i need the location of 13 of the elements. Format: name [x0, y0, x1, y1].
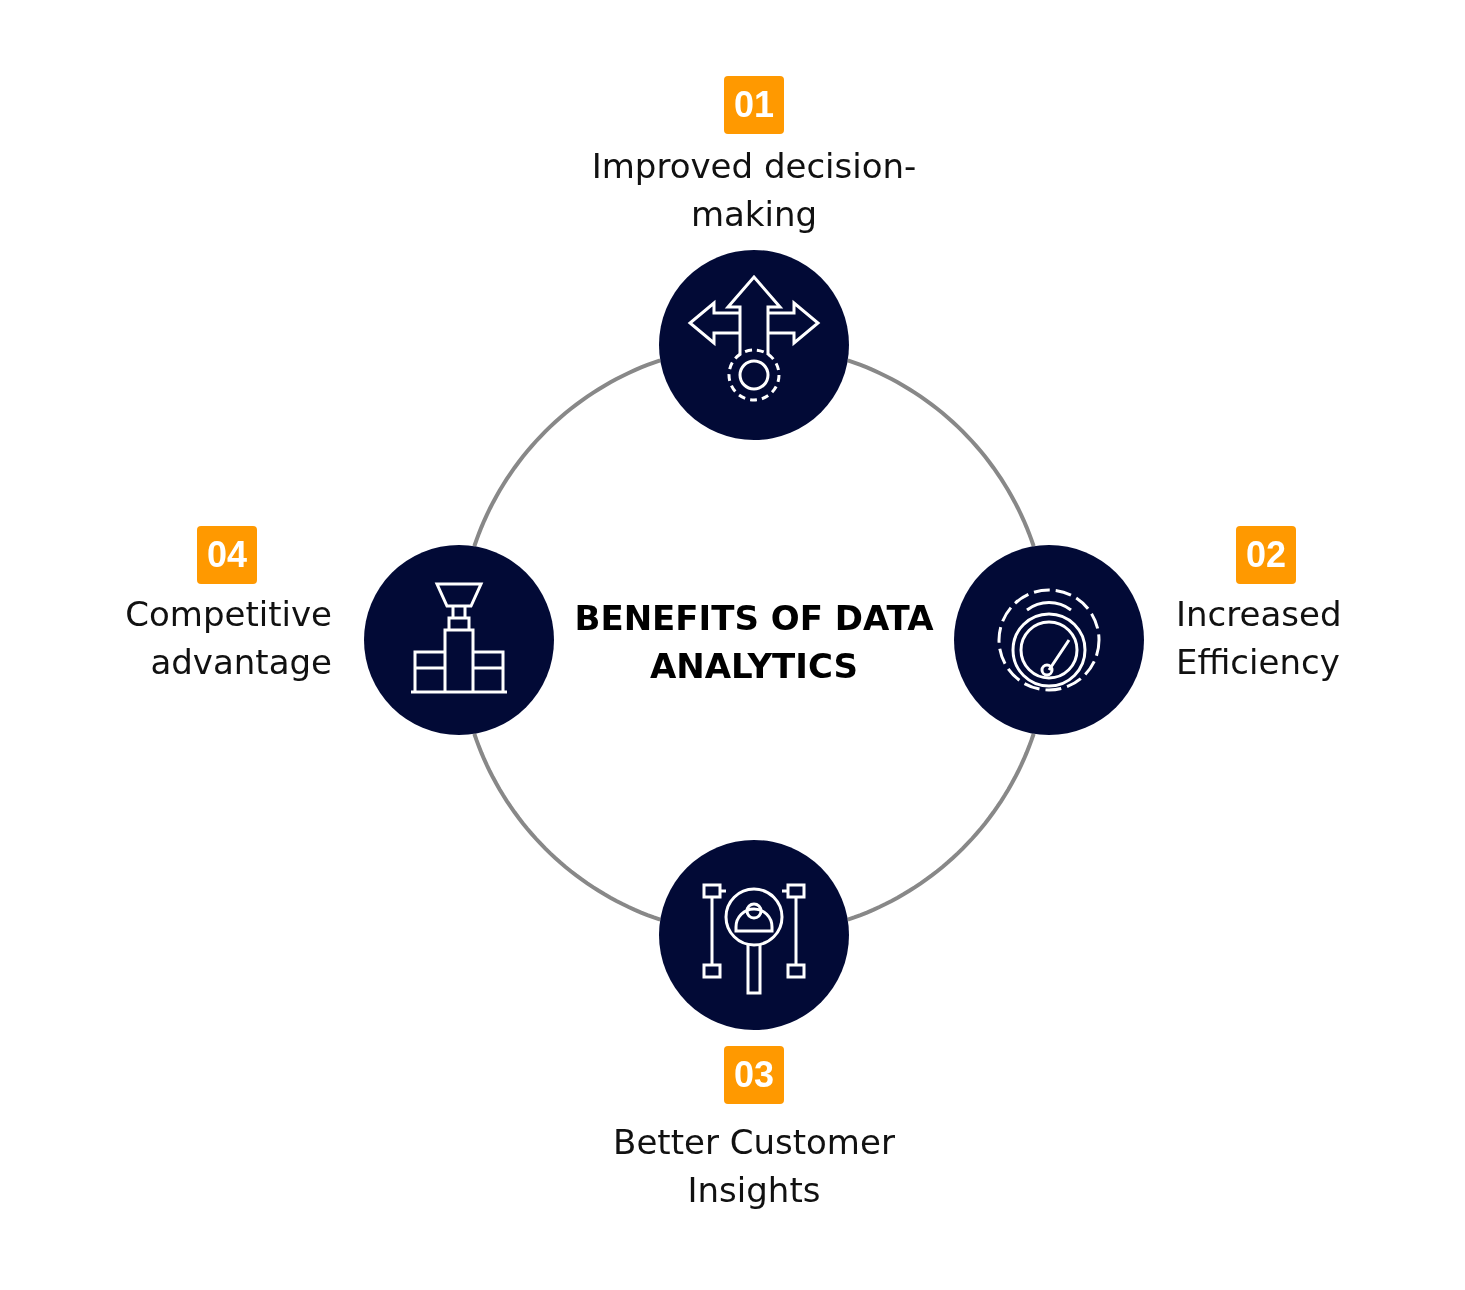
ring-connector: [847, 733, 1036, 922]
benefit-label: Better Customer Insights: [612, 1121, 896, 1212]
benefit-label: Increased Efficiency: [1176, 593, 1343, 684]
number-badge: 03: [724, 1046, 784, 1104]
ring-connector: [472, 358, 661, 547]
ring-connector: [472, 733, 661, 922]
number-badge: 04: [197, 526, 257, 584]
number-badge: 02: [1236, 526, 1296, 584]
ring-connector: [847, 358, 1036, 547]
number-badge: 01: [724, 76, 784, 134]
center-title: BENEFITS OF DATA ANALYTICS: [573, 597, 935, 688]
benefit-label: Competitive advantage: [124, 593, 332, 684]
benefit-label: Improved decision-making: [590, 145, 918, 236]
